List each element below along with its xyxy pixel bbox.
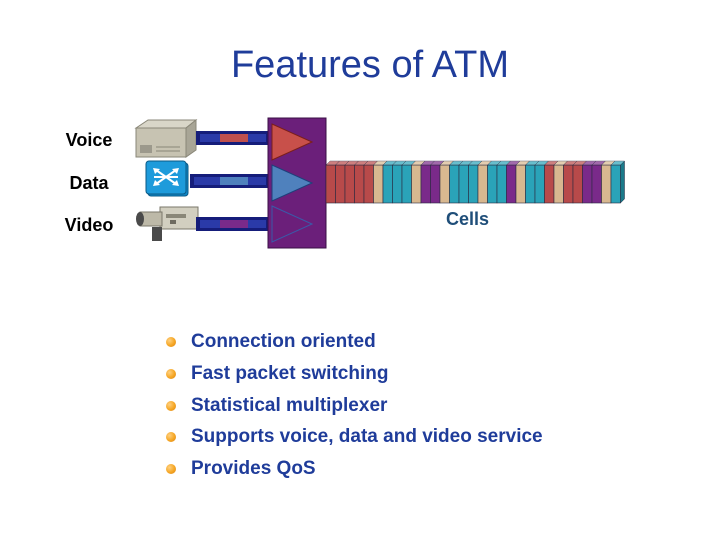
atm-cell <box>582 164 593 204</box>
network-switch-icon <box>145 160 189 197</box>
atm-cell <box>382 164 393 204</box>
feature-item: Fast packet switching <box>166 358 543 390</box>
slide-title: Features of ATM <box>230 44 510 86</box>
atm-cell <box>439 164 450 204</box>
atm-cell-end <box>620 160 625 204</box>
atm-cell <box>506 164 517 204</box>
atm-cell <box>525 164 536 204</box>
atm-cell <box>515 164 526 204</box>
feature-list: Connection oriented Fast packet switchin… <box>166 326 543 485</box>
video-link <box>196 217 270 231</box>
atm-cell <box>325 164 336 204</box>
bullet-icon <box>166 337 176 347</box>
atm-multiplexer <box>267 117 327 249</box>
voice-label: Voice <box>65 130 113 150</box>
atm-cell <box>458 164 469 204</box>
bullet-icon <box>166 368 176 379</box>
atm-cell <box>534 164 545 204</box>
atm-cell <box>449 164 460 204</box>
atm-cell <box>553 164 564 204</box>
atm-cell <box>610 164 621 204</box>
atm-cell <box>344 164 355 204</box>
bullet-icon <box>166 464 176 474</box>
data-label: Data <box>69 173 109 193</box>
atm-cell <box>487 164 498 204</box>
feature-item: Supports voice, data and video service <box>166 421 543 453</box>
voice-link <box>196 131 270 145</box>
atm-cell <box>392 164 403 204</box>
data-link <box>190 174 270 188</box>
atm-cell <box>373 164 384 204</box>
atm-cell <box>354 164 365 204</box>
bullet-icon <box>166 400 176 411</box>
atm-cell <box>601 164 612 204</box>
feature-item: Statistical multiplexer <box>166 390 543 422</box>
atm-cell <box>468 164 479 204</box>
atm-cell <box>430 164 441 204</box>
atm-cell <box>477 164 488 204</box>
video-camera-icon <box>136 206 199 241</box>
video-label: Video <box>64 215 114 235</box>
atm-cell-stream <box>325 160 626 204</box>
telephone-icon <box>134 118 198 158</box>
atm-cell <box>411 164 422 204</box>
feature-item: Provides QoS <box>166 453 543 485</box>
feature-item: Connection oriented <box>166 326 543 358</box>
atm-cell <box>496 164 507 204</box>
cells-label: Cells <box>446 209 490 229</box>
atm-cell <box>563 164 574 204</box>
atm-cell <box>363 164 374 204</box>
atm-cell <box>420 164 431 204</box>
atm-cell <box>544 164 555 204</box>
atm-cell <box>591 164 602 204</box>
bullet-icon <box>166 432 176 443</box>
atm-cell <box>335 164 346 204</box>
atm-cell <box>572 164 583 204</box>
atm-cell <box>401 164 412 204</box>
